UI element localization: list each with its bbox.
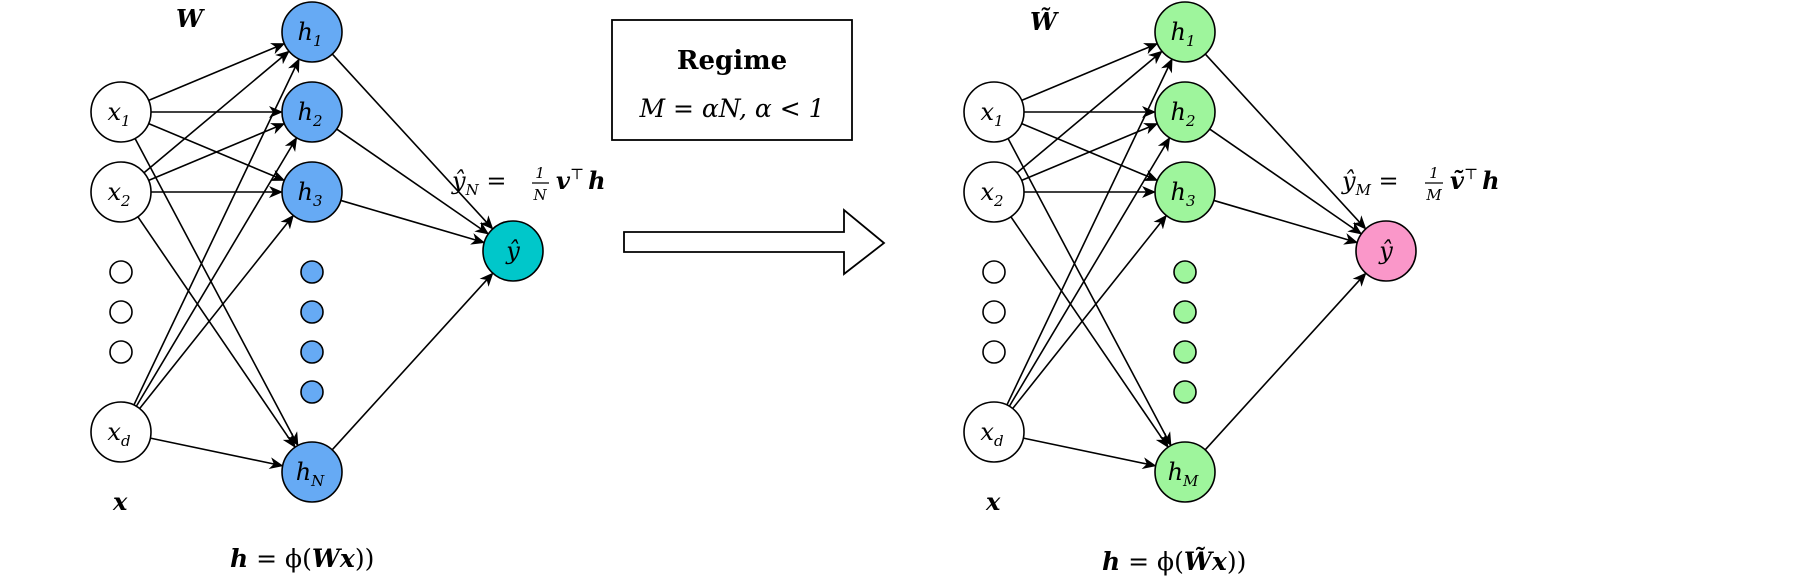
right-hidden-node-2-label: h2 xyxy=(1170,98,1195,130)
svg-text:v⊤h: v⊤h xyxy=(556,165,606,195)
edge-input-2-to-hidden-4 xyxy=(1010,216,1169,449)
right-network: x1 x2 xd h1 h2 h3 hM ŷ xyxy=(963,1,1417,503)
edge-input-3-to-hidden-4 xyxy=(150,437,284,470)
right-input-node-3 xyxy=(963,401,1025,463)
edge-hidden-2-to-output xyxy=(1209,128,1363,235)
right-hidden-node-4 xyxy=(1154,441,1216,503)
svg-text:N: N xyxy=(532,186,547,204)
edge-input-3-to-hidden-1 xyxy=(133,58,300,406)
edge-hidden-4-to-output xyxy=(1204,272,1367,451)
edge-input-3-to-hidden-1 xyxy=(1006,58,1173,406)
right-input-ellipsis-dot-3 xyxy=(982,340,1006,364)
edge-input-2-to-hidden-1 xyxy=(143,50,290,174)
left-output-label: ŷ xyxy=(505,237,520,265)
edge-input-3-to-hidden-3 xyxy=(1012,214,1167,410)
edge-input-2-to-hidden-4 xyxy=(137,216,296,449)
edge-input-1-to-hidden-4 xyxy=(134,138,299,447)
right-output-formula: ŷM = 1 M ṽ⊤h xyxy=(1341,164,1500,204)
edge-input-3-to-hidden-4 xyxy=(1023,437,1157,470)
edge-input-2-to-hidden-1 xyxy=(1016,50,1163,174)
right-hidden-ellipsis-dot-2 xyxy=(1173,300,1197,324)
edge-hidden-3-to-output xyxy=(1213,199,1359,245)
left-hidden-ellipsis-dot-4 xyxy=(300,380,324,404)
edge-input-1-to-hidden-1 xyxy=(148,43,286,102)
left-input-node-1-label: x1 xyxy=(107,98,130,130)
edge-hidden-4-to-output xyxy=(331,272,494,451)
right-input-node-3-label: xd xyxy=(980,418,1003,450)
right-hidden-node-1-label: h1 xyxy=(1170,18,1195,50)
right-hidden-node-2 xyxy=(1154,81,1216,143)
edge-hidden-1-to-output xyxy=(331,53,494,230)
right-output-label: ŷ xyxy=(1378,237,1393,265)
edge-input-2-to-hidden-2 xyxy=(1021,123,1159,182)
right-input-node-1 xyxy=(963,81,1025,143)
right-edges xyxy=(1006,43,1367,470)
edge-input-1-to-hidden-4 xyxy=(1007,138,1172,447)
right-input-vector-label: x xyxy=(985,487,1001,516)
edge-hidden-3-to-output xyxy=(340,199,486,245)
svg-text:ŷM =: ŷM = xyxy=(1341,167,1399,199)
edge-hidden-2-to-output xyxy=(336,128,490,235)
right-input-ellipsis-dot-1 xyxy=(982,260,1006,284)
regime-title: Regime xyxy=(677,46,787,76)
svg-text:ṽ⊤h: ṽ⊤h xyxy=(1450,165,1500,195)
svg-text:M: M xyxy=(1425,186,1442,204)
edge-hidden-1-to-output xyxy=(1204,53,1367,230)
left-activation-formula: h = ϕ(Wx)) xyxy=(230,544,374,573)
left-hidden-ellipsis-dot-3 xyxy=(300,340,324,364)
right-activation-formula: h = ϕ(W̃x)) xyxy=(1102,547,1246,576)
left-hidden-node-4 xyxy=(281,441,343,503)
right-hidden-node-3-label: h3 xyxy=(1170,178,1195,210)
right-hidden-ellipsis-dot-1 xyxy=(1173,260,1197,284)
left-input-ellipsis-dot-3 xyxy=(109,340,133,364)
regime-condition: M = αN, α < 1 xyxy=(638,94,824,123)
right-hidden-ellipsis-dot-3 xyxy=(1173,340,1197,364)
left-input-node-2 xyxy=(90,161,152,223)
left-output-formula: ŷN = 1 N v⊤h xyxy=(451,164,606,204)
edge-input-1-to-hidden-1 xyxy=(1021,43,1159,102)
left-output-node xyxy=(482,220,544,282)
left-network: x1 x2 xd h1 h2 h3 hN ŷ xyxy=(90,1,544,503)
right-hidden-node-3 xyxy=(1154,161,1216,223)
left-hidden-node-2-label: h2 xyxy=(297,98,322,130)
left-hidden-node-2 xyxy=(281,81,343,143)
right-input-ellipsis-dot-2 xyxy=(982,300,1006,324)
right-input-node-1-label: x1 xyxy=(980,98,1003,130)
edge-input-3-to-hidden-3 xyxy=(139,214,294,410)
left-hidden-ellipsis-dot-1 xyxy=(300,260,324,284)
right-hidden-node-4-label: hM xyxy=(1168,458,1199,490)
left-input-node-1 xyxy=(90,81,152,143)
svg-text:ŷN =: ŷN = xyxy=(451,167,506,199)
regime-box: Regime M = αN, α < 1 xyxy=(611,19,853,141)
right-hidden-ellipsis-dot-4 xyxy=(1173,380,1197,404)
svg-text:1: 1 xyxy=(1429,164,1439,182)
left-edges xyxy=(133,43,494,470)
left-input-node-2-label: x2 xyxy=(107,178,130,210)
left-weight-label: W xyxy=(176,4,205,33)
left-hidden-node-1-label: h1 xyxy=(297,18,322,50)
left-hidden-node-1 xyxy=(281,1,343,63)
right-weight-label: W̃ xyxy=(1030,7,1059,36)
right-input-node-2-label: x2 xyxy=(980,178,1003,210)
right-input-node-2 xyxy=(963,161,1025,223)
left-input-node-3-label: xd xyxy=(107,418,130,450)
left-input-ellipsis-dot-2 xyxy=(109,300,133,324)
edge-input-2-to-hidden-2 xyxy=(148,123,286,182)
right-output-node xyxy=(1355,220,1417,282)
left-hidden-node-4-label: hN xyxy=(296,458,325,490)
left-input-vector-label: x xyxy=(112,487,128,516)
svg-text:1: 1 xyxy=(535,164,545,182)
left-hidden-node-3-label: h3 xyxy=(297,178,322,210)
edge-input-3-to-hidden-2 xyxy=(135,136,298,407)
right-hidden-node-1 xyxy=(1154,1,1216,63)
left-hidden-ellipsis-dot-2 xyxy=(300,300,324,324)
transition-arrow xyxy=(623,208,886,276)
left-input-ellipsis-dot-1 xyxy=(109,260,133,284)
edge-input-3-to-hidden-2 xyxy=(1008,136,1171,407)
left-input-node-3 xyxy=(90,401,152,463)
left-hidden-node-3 xyxy=(281,161,343,223)
